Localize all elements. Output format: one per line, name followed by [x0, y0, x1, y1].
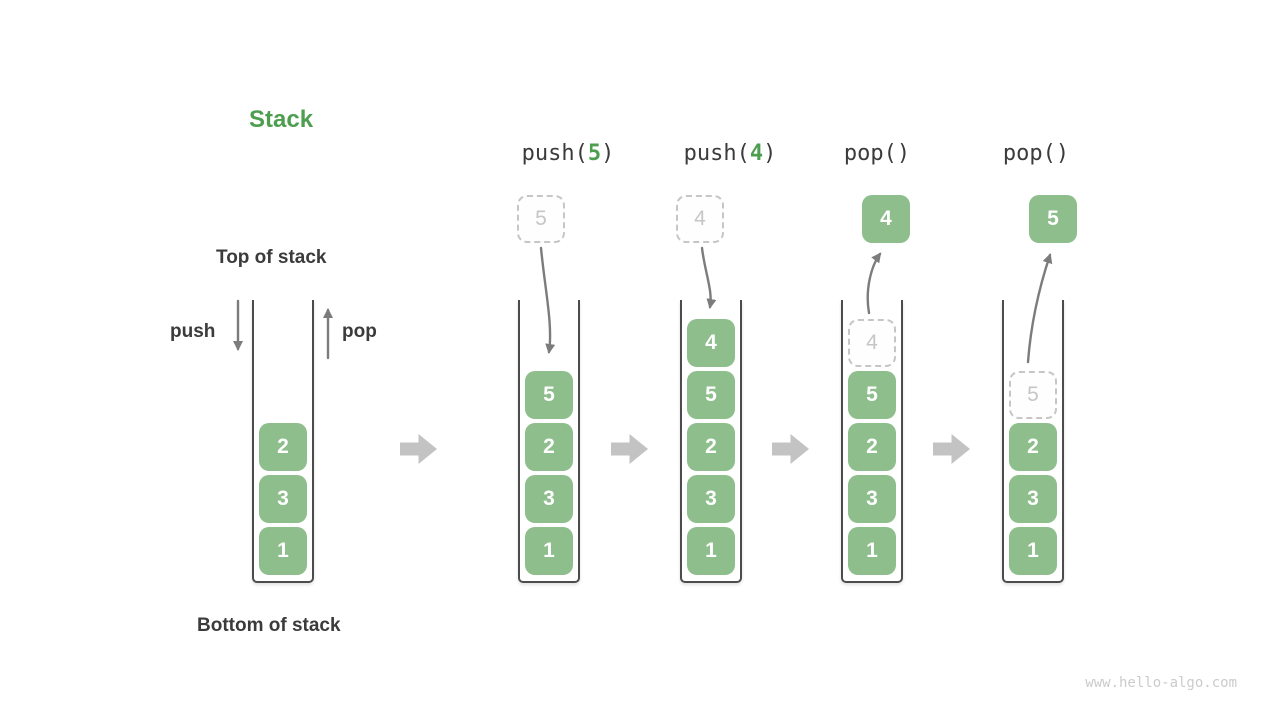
operation-label: push(4): [683, 141, 777, 166]
stack-container-3: [680, 300, 742, 583]
diagram-title: Stack: [249, 106, 314, 133]
push-label: push: [170, 321, 216, 342]
stack-cell-3: 3: [259, 475, 307, 523]
floating-cell-4: 4: [862, 195, 910, 243]
watermark: www.hello-algo.com: [1085, 675, 1237, 691]
transition-arrow-icon: [772, 434, 809, 464]
operation-label: push(5): [521, 141, 615, 166]
stack-cell-2: 2: [525, 423, 573, 471]
floating-cell-5: 5: [1029, 195, 1077, 243]
stack-cell-5: 5: [525, 371, 573, 419]
floating-cell-4: 4: [676, 195, 724, 243]
stack-container-4: [841, 300, 903, 583]
stack-cell-3: 3: [1009, 475, 1057, 523]
stack-container-2: [518, 300, 580, 583]
stack-cell-2: 2: [687, 423, 735, 471]
pop-label: pop: [342, 321, 377, 342]
stack-cell-5: 5: [687, 371, 735, 419]
push-5-curve-arrow-icon: [539, 246, 556, 354]
bottom-of-stack-label: Bottom of stack: [197, 615, 341, 636]
stack-cell-5-ghost: 5: [1009, 371, 1057, 419]
stack-cell-3: 3: [848, 475, 896, 523]
stack-cell-2: 2: [1009, 423, 1057, 471]
stack-cell-5: 5: [848, 371, 896, 419]
pop-4-curve-arrow-icon: [866, 252, 882, 315]
stack-cell-2: 2: [848, 423, 896, 471]
stack-cell-3: 3: [525, 475, 573, 523]
stack-container-5: [1002, 300, 1064, 583]
stack-cell-2: 2: [259, 423, 307, 471]
floating-cell-5: 5: [517, 195, 565, 243]
transition-arrow-icon: [611, 434, 648, 464]
stack-container-1: [252, 300, 314, 583]
top-of-stack-label: Top of stack: [216, 247, 327, 268]
push-4-curve-arrow-icon: [700, 246, 717, 309]
transition-arrow-icon: [933, 434, 970, 464]
stack-cell-1: 1: [259, 527, 307, 575]
stack-cell-1: 1: [848, 527, 896, 575]
stack-cell-4: 4: [687, 319, 735, 367]
stack-cell-1: 1: [1009, 527, 1057, 575]
stack-cell-4-ghost: 4: [848, 319, 896, 367]
operation-label: pop(): [843, 141, 911, 166]
operation-label: pop(): [1002, 141, 1070, 166]
stack-cell-1: 1: [525, 527, 573, 575]
stack-cell-1: 1: [687, 527, 735, 575]
transition-arrow-icon: [400, 434, 437, 464]
pop-5-curve-arrow-icon: [1026, 253, 1053, 364]
stack-cell-3: 3: [687, 475, 735, 523]
